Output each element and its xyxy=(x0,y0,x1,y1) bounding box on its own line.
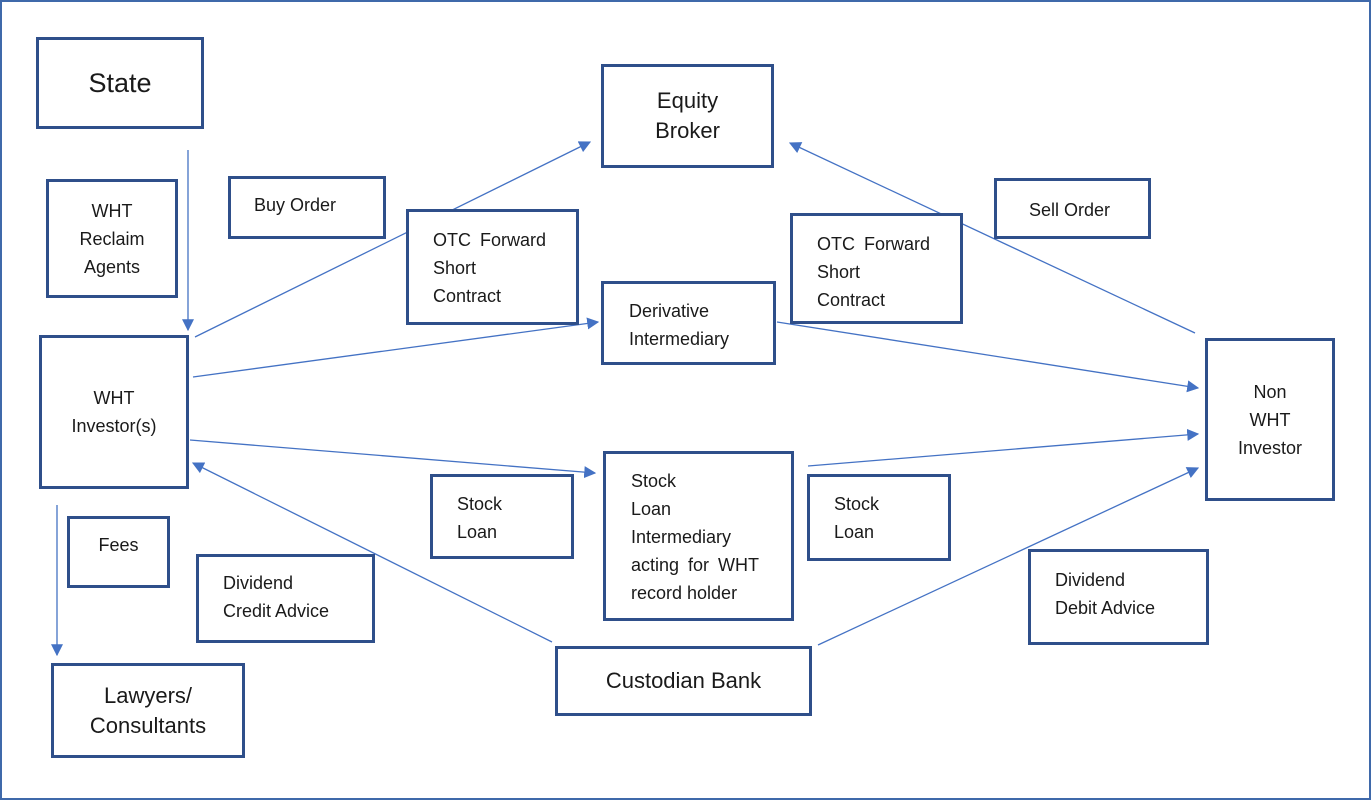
lawyers-consultants-line-1: Lawyers/ xyxy=(103,682,193,708)
non-wht-investor-line-2: WHT xyxy=(1249,409,1291,430)
fees-box: Fees xyxy=(67,516,170,588)
dividend-debit-advice-line-2: Debit Advice xyxy=(1055,598,1156,618)
otc-left-line-1: OTC Forward xyxy=(433,230,547,250)
custodian-bank-box: Custodian Bank xyxy=(555,646,812,716)
arrow-non-wht-to-equity-broker xyxy=(788,142,1196,334)
derivative-intermediary-line-1: Derivative xyxy=(629,301,710,321)
stock-loan-right-line-1: Stock xyxy=(834,494,880,514)
dividend-credit-advice-box: Dividend Credit Advice xyxy=(196,554,375,643)
equity-broker-line-2: Broker xyxy=(655,118,720,143)
dividend-credit-advice-line-1: Dividend xyxy=(223,573,294,593)
derivative-intermediary-line-2: Intermediary xyxy=(629,329,730,349)
stock-loan-intermediary-line-4: record holder xyxy=(631,583,738,603)
non-wht-investor-box: Non WHT Investor xyxy=(1205,338,1335,501)
non-wht-investor-line-1: Non xyxy=(1253,381,1287,402)
stock-loan-right-box: Stock Loan xyxy=(807,474,951,561)
equity-broker-line-1: Equity xyxy=(656,88,719,113)
sell-order-box: Sell Order xyxy=(994,178,1151,239)
otc-forward-short-contract-right-box: OTC Forward Short Contract xyxy=(790,213,963,324)
custodian-bank-label: Custodian Bank xyxy=(605,668,762,693)
fees-label: Fees xyxy=(98,535,139,555)
otc-left-line-2: Short xyxy=(433,258,477,278)
state-box: State xyxy=(36,37,204,129)
arrow-stock-loan-intermediary-to-non-wht xyxy=(807,428,1200,467)
otc-left-line-3: Contract xyxy=(433,286,502,306)
dividend-debit-advice-line-1: Dividend xyxy=(1055,570,1126,590)
arrow-investors-to-equity-broker xyxy=(194,141,592,338)
lawyers-consultants-line-2: Consultants xyxy=(89,712,207,738)
non-wht-investor-line-3: Investor xyxy=(1237,437,1303,458)
wht-investors-box: WHT Investor(s) xyxy=(39,335,189,489)
state-label: State xyxy=(88,68,152,98)
wht-investors-line-1: WHT xyxy=(93,388,135,408)
wht-investors-line-2: Investor(s) xyxy=(71,416,157,436)
stock-loan-intermediary-box: Stock Loan Intermediary acting for WHT r… xyxy=(603,451,794,621)
buy-order-box: Buy Order xyxy=(228,176,386,239)
sell-order-label: Sell Order xyxy=(1029,200,1111,220)
wht-reclaim-agents-box: WHT Reclaim Agents xyxy=(46,179,178,298)
equity-broker-box: Equity Broker xyxy=(601,64,774,168)
arrow-custodian-to-investors xyxy=(191,462,553,643)
derivative-intermediary-box: Derivative Intermediary xyxy=(601,281,776,365)
stock-loan-intermediary-line-3: acting for WHT xyxy=(631,555,760,575)
dividend-credit-advice-line-2: Credit Advice xyxy=(223,601,330,621)
arrow-investors-to-derivative-intermediary xyxy=(192,317,600,378)
lawyers-consultants-box: Lawyers/ Consultants xyxy=(51,663,245,758)
wht-reclaim-agents-line-3: Agents xyxy=(83,256,141,277)
wht-reclaim-agents-line-2: Reclaim xyxy=(79,228,145,249)
arrow-investors-to-stock-loan-intermediary xyxy=(189,439,597,479)
otc-right-line-2: Short xyxy=(817,262,861,282)
stock-loan-left-line-2: Loan xyxy=(457,522,498,542)
stock-loan-right-line-2: Loan xyxy=(834,522,875,542)
dividend-debit-advice-box: Dividend Debit Advice xyxy=(1028,549,1209,645)
wht-reclaim-agents-line-1: WHT xyxy=(91,200,133,221)
arrow-derivative-intermediary-to-non-wht xyxy=(776,321,1200,393)
stock-loan-left-line-1: Stock xyxy=(457,494,503,514)
arrow-custodian-to-non-wht xyxy=(817,467,1200,646)
otc-right-line-3: Contract xyxy=(817,290,886,310)
stock-loan-intermediary-line-1: Stock Loan xyxy=(631,471,677,519)
stock-loan-intermediary-line-2: Intermediary xyxy=(631,527,732,547)
buy-order-label: Buy Order xyxy=(254,195,337,215)
stock-loan-left-box: Stock Loan xyxy=(430,474,574,559)
otc-right-line-1: OTC Forward xyxy=(817,234,931,254)
otc-forward-short-contract-left-box: OTC Forward Short Contract xyxy=(406,209,579,325)
